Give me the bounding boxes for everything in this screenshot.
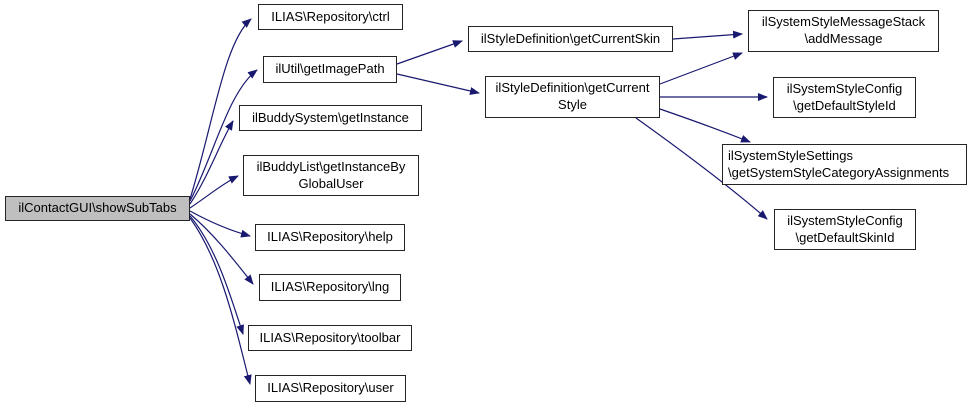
node-lng[interactable]: ILIAS\Repository\lng <box>259 274 401 301</box>
node-getCurrentStyle[interactable]: ilStyleDefinition\getCurrent Style <box>485 76 660 118</box>
node-getCurrentSkin[interactable]: ilStyleDefinition\getCurrentSkin <box>468 26 673 52</box>
edge-showSubTabs-help <box>189 210 251 238</box>
node-showSubTabs[interactable]: ilContactGUI\showSubTabs <box>5 196 190 221</box>
node-addMessage[interactable]: ilSystemStyleMessageStack \addMessage <box>748 10 939 52</box>
edge-showSubTabs-toolbar <box>189 215 244 335</box>
node-ctrl[interactable]: ILIAS\Repository\ctrl <box>258 4 403 30</box>
edge-getCurrentStyle-addMessage <box>659 52 743 85</box>
node-getSystemStyleCategoryAssignments[interactable]: ilSystemStyleSettings \getSystemStyleCat… <box>722 144 967 185</box>
edge-showSubTabs-getInstanceByGlobalUser <box>189 175 239 209</box>
node-help[interactable]: ILIAS\Repository\help <box>255 224 405 251</box>
node-getDefaultSkinId[interactable]: ilSystemStyleConfig \getDefaultSkinId <box>774 209 916 250</box>
edge-getCurrentSkin-addMessage <box>672 30 743 40</box>
node-getImagePath[interactable]: ilUtil\getImagePath <box>263 56 397 83</box>
edge-showSubTabs-user <box>189 217 252 385</box>
edge-getImagePath-getCurrentSkin <box>396 40 463 65</box>
node-getInstanceByGlobalUser[interactable]: ilBuddyList\getInstanceBy GlobalUser <box>243 155 419 196</box>
node-user[interactable]: ILIAS\Repository\user <box>255 375 406 402</box>
node-getDefaultStyleId[interactable]: ilSystemStyleConfig \getDefaultStyleId <box>773 77 916 118</box>
edge-showSubTabs-getInstance <box>189 120 234 205</box>
edge-showSubTabs-lng <box>189 213 254 285</box>
edge-getImagePath-getCurrentStyle <box>396 73 480 95</box>
edge-getCurrentStyle-getSystemStyleCategoryAssignments <box>659 108 751 143</box>
node-getInstance[interactable]: ilBuddySystem\getInstance <box>239 105 422 131</box>
node-toolbar[interactable]: ILIAS\Repository\toolbar <box>248 325 412 351</box>
